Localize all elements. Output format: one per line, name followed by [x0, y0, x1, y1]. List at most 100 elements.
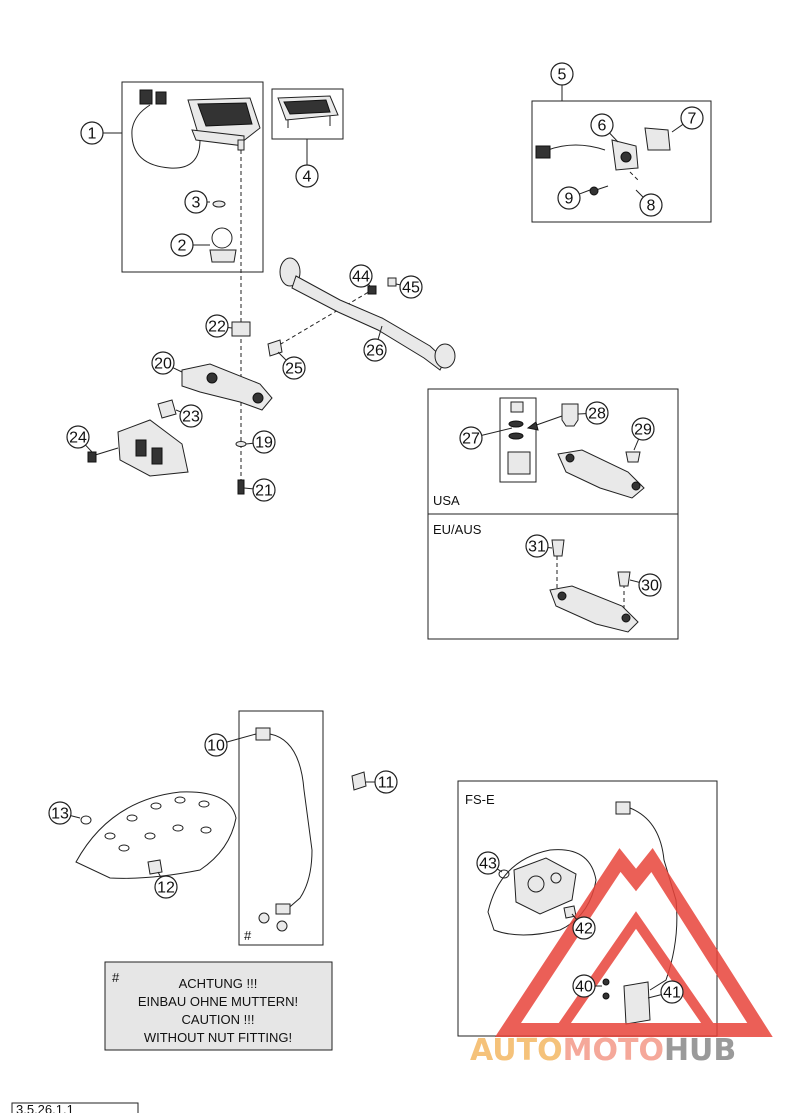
label-hash-mark: # [244, 928, 252, 943]
callout-number-21: 21 [255, 483, 273, 500]
callout-bubble-9 [557, 186, 581, 210]
callout-bubble-19 [252, 430, 276, 454]
callout-number-4: 4 [303, 169, 312, 186]
callout-number-41: 41 [663, 985, 681, 1002]
part-3-washer [212, 200, 226, 208]
note-line-1: ACHTUNG !!! [179, 976, 258, 991]
callout-number-45: 45 [402, 280, 420, 297]
part-29-cap [625, 451, 641, 463]
callout-leader-22 [227, 326, 233, 329]
part-27-assembly [507, 401, 531, 475]
arrow-head [526, 421, 539, 431]
callout-leader-30 [629, 579, 640, 583]
part-40-screw-b [602, 992, 610, 1000]
callout-bubble-3 [184, 190, 208, 214]
callout-number-3: 3 [192, 195, 201, 212]
speedometer-cover [277, 95, 339, 128]
note-box [104, 961, 333, 1051]
callout-leader-8 [635, 189, 644, 198]
callout-number-2: 2 [178, 238, 187, 255]
callout-number-26: 26 [366, 343, 384, 360]
callout-leader-23 [175, 409, 181, 413]
callout-bubble-30 [638, 573, 662, 597]
clamp-eu [549, 585, 639, 633]
callout-leader-29 [633, 438, 640, 451]
callout-leader-7 [671, 123, 684, 133]
part-13-ring [80, 815, 92, 825]
callout-bubble-23 [179, 404, 203, 428]
part-20-clamp [181, 363, 273, 411]
watermark-hub: HUB [664, 1033, 736, 1068]
callout-bubble-20 [151, 351, 175, 375]
part-19-washer [235, 441, 247, 447]
speedometer-unit [131, 89, 261, 169]
callout-number-19: 19 [255, 435, 273, 452]
part-43-ring [498, 869, 510, 879]
part-44-sleeve [367, 285, 377, 295]
callout-number-31: 31 [528, 539, 546, 556]
callout-bubble-1 [80, 121, 104, 145]
callout-bubble-31 [525, 534, 549, 558]
callout-bubble-28 [585, 401, 609, 425]
callout-number-1: 1 [88, 126, 97, 143]
note-line-4: WITHOUT NUT FITTING! [144, 1030, 292, 1045]
note-line-3: CAUTION !!! [182, 1012, 255, 1027]
callout-number-6: 6 [598, 118, 607, 135]
callout-bubble-8 [639, 193, 663, 217]
callout-bubble-10 [204, 733, 228, 757]
fse-brake-disc [487, 849, 597, 936]
label-eu-aus: EU/AUS [433, 522, 482, 537]
callout-bubble-12 [154, 875, 178, 899]
callout-number-5: 5 [558, 67, 567, 84]
callout-bubble-25 [282, 356, 306, 380]
dash-axis-2 [273, 289, 373, 349]
watermark-auto: AUTO [470, 1033, 563, 1068]
clamp-usa [557, 449, 645, 499]
box-sensor-cable [238, 710, 324, 946]
callout-number-20: 20 [154, 356, 172, 373]
callout-leader-24 [85, 444, 93, 453]
callout-bubble-21 [252, 478, 276, 502]
callout-bubble-44 [349, 264, 373, 288]
note-symbol: # [112, 970, 120, 985]
callout-number-43: 43 [479, 856, 497, 873]
part-21-screw [237, 479, 245, 495]
callout-bubble-2 [170, 233, 194, 257]
callout-bubble-7 [680, 106, 704, 130]
callout-leader-10 [226, 733, 257, 743]
callout-bubble-6 [590, 113, 614, 137]
callout-number-40: 40 [575, 979, 593, 996]
part-31-bolt [551, 539, 565, 557]
part-22-bushing [231, 321, 251, 337]
part-12-nut [147, 859, 163, 875]
part-2-gasket [209, 227, 237, 263]
callout-bubble-27 [459, 426, 483, 450]
callout-bubble-24 [66, 425, 90, 449]
callout-leader-26 [377, 325, 383, 340]
callout-leader-21 [243, 487, 254, 490]
switch-unit [535, 127, 671, 196]
label-fs-e: FS-E [465, 792, 495, 807]
callout-leader-41 [647, 994, 662, 999]
callout-number-30: 30 [641, 578, 659, 595]
label-usa: USA [433, 493, 460, 508]
callout-number-24: 24 [69, 430, 87, 447]
callout-bubble-22 [205, 314, 229, 338]
part-30-bolt [617, 571, 631, 587]
callout-bubble-41 [660, 980, 684, 1004]
callout-leader-12 [157, 871, 162, 878]
callout-number-7: 7 [688, 111, 697, 128]
callout-number-29: 29 [634, 422, 652, 439]
nuts-no-fit [258, 912, 288, 932]
callout-number-25: 25 [285, 361, 303, 378]
callout-leader-43 [496, 868, 503, 873]
callout-leader-45 [395, 283, 401, 286]
box-part-27 [499, 397, 537, 483]
callout-number-28: 28 [588, 406, 606, 423]
callout-number-23: 23 [182, 409, 200, 426]
callout-bubble-45 [399, 275, 423, 299]
callout-number-42: 42 [575, 921, 593, 938]
callout-leader-27 [481, 427, 513, 436]
